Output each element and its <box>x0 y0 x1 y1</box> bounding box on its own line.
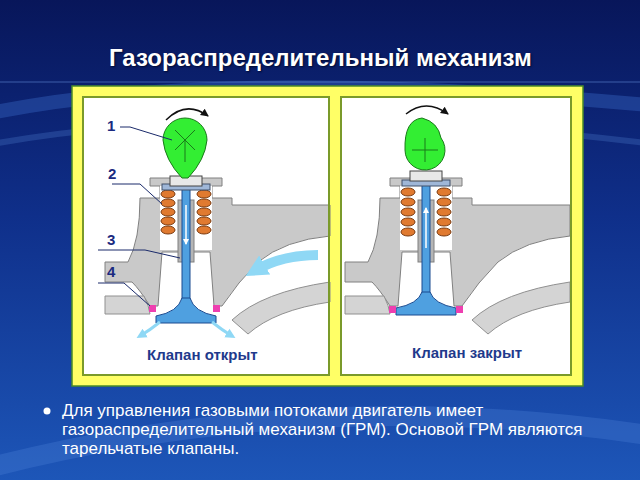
camshaft-lobe <box>163 118 207 178</box>
callout-number: 1 <box>107 118 115 135</box>
valve-head <box>396 292 456 315</box>
bullet-text: Для управления газовыми потоками двигате… <box>62 401 620 458</box>
spring-coil <box>437 228 451 236</box>
spring-coil <box>437 208 451 216</box>
valve-seat <box>213 305 220 312</box>
spring-coil <box>437 218 451 226</box>
spring-coil <box>197 226 211 234</box>
spring-coil <box>197 217 211 225</box>
valve-stem <box>422 182 430 294</box>
valve-stem <box>182 186 190 300</box>
slide-title: Газораспределительный механизм <box>109 44 532 72</box>
spring-coil <box>401 208 415 216</box>
leader-line <box>112 184 162 204</box>
rotation-arrow <box>406 106 448 114</box>
closed-valve-figure <box>389 106 463 315</box>
valve-panel: Клапан закрыт <box>340 96 572 376</box>
intake-flow-arrow <box>256 255 318 270</box>
bullet-dot <box>44 408 51 415</box>
spring-coil <box>161 217 175 225</box>
panel-ground <box>340 96 572 376</box>
panel-caption: Клапан закрыт <box>412 344 522 361</box>
tappet <box>410 171 442 181</box>
leader-line <box>98 250 180 258</box>
spring-coil <box>161 208 175 216</box>
leader-line <box>120 127 172 140</box>
spring-coil <box>197 190 211 198</box>
cylinder-head <box>105 178 330 334</box>
spring-coil <box>197 199 211 207</box>
panel-ground <box>82 96 330 376</box>
spring-coil <box>161 199 175 207</box>
spring-coil <box>401 218 415 226</box>
cylinder-head <box>345 178 570 334</box>
valve-head <box>156 298 216 323</box>
spring-coil <box>437 198 451 206</box>
spring-coil <box>197 208 211 216</box>
spring-coil <box>401 188 415 196</box>
rotation-arrow <box>166 109 208 120</box>
valve-seat <box>456 306 463 313</box>
spring-coil <box>161 226 175 234</box>
spring-coil <box>401 198 415 206</box>
motion-arrow <box>425 208 427 248</box>
callout-number: 3 <box>107 232 115 249</box>
spring-coil <box>437 188 451 196</box>
valve-seat <box>149 305 156 312</box>
spring-coil <box>401 228 415 236</box>
cam-mark <box>425 138 426 162</box>
callout-number: 2 <box>108 166 116 183</box>
camshaft-lobe <box>405 118 445 170</box>
open-valve-figure <box>98 109 318 336</box>
flow-arrow <box>212 322 232 336</box>
valve-seat <box>389 306 396 313</box>
motion-arrow <box>185 205 187 244</box>
picture-frame <box>72 86 583 386</box>
callout-number: 4 <box>107 264 115 281</box>
title-rule <box>0 82 640 83</box>
cam-mark <box>185 140 186 162</box>
valve-panel: Клапан открыт <box>82 96 330 376</box>
spring-coil <box>161 190 175 198</box>
flow-arrow <box>140 322 160 336</box>
panel-caption: Клапан открыт <box>147 346 258 363</box>
leader-line <box>98 283 150 306</box>
